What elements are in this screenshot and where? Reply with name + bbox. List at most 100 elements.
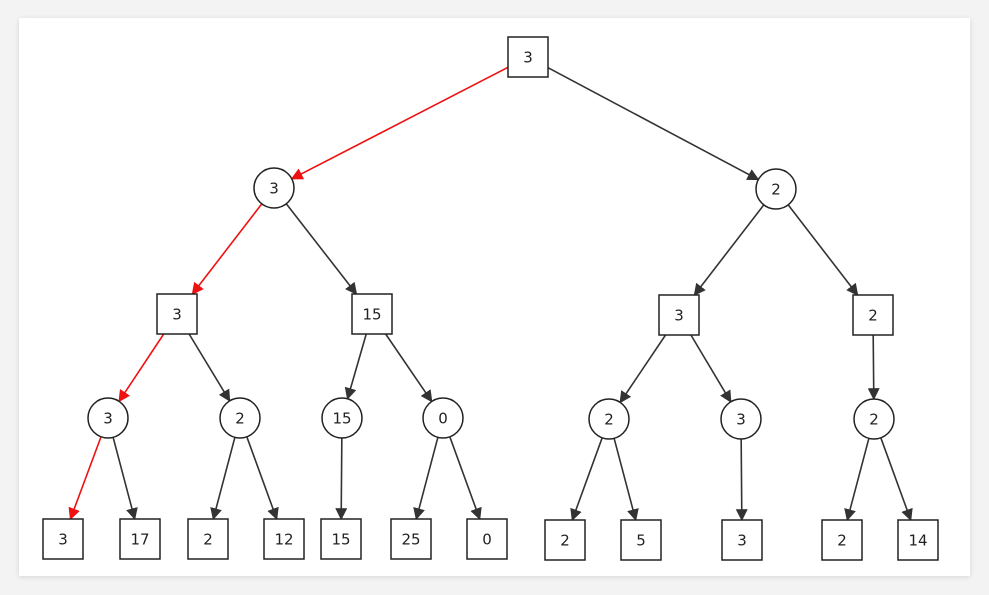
node-square bbox=[721, 519, 763, 561]
min-node: 0 bbox=[422, 397, 464, 439]
node-circle bbox=[219, 397, 261, 439]
node-value-label: 3 bbox=[269, 180, 279, 198]
node-value-label: 2 bbox=[604, 411, 614, 429]
edge-arrow bbox=[285, 203, 358, 295]
node-value-label: 2 bbox=[868, 307, 878, 325]
edge-arrow bbox=[787, 204, 859, 296]
edge-arrow bbox=[344, 333, 367, 400]
edge-arrow bbox=[880, 437, 913, 522]
node-square bbox=[320, 518, 362, 560]
max-node: 3 bbox=[721, 519, 763, 561]
node-value-label: 3 bbox=[674, 307, 684, 325]
node-square bbox=[42, 518, 84, 560]
node-circle bbox=[720, 398, 762, 440]
min-node: 3 bbox=[87, 397, 129, 439]
max-node: 2 bbox=[852, 294, 894, 336]
max-node: 2 bbox=[821, 519, 863, 561]
max-node: 12 bbox=[263, 518, 305, 560]
node-value-label: 3 bbox=[736, 411, 746, 429]
min-node: 2 bbox=[219, 397, 261, 439]
node-value-label: 2 bbox=[235, 410, 245, 428]
edge-arrow bbox=[210, 437, 236, 521]
edge-arrow bbox=[690, 334, 732, 403]
edge-arrow-highlighted bbox=[118, 333, 165, 403]
edge-arrow bbox=[384, 333, 433, 403]
node-square bbox=[187, 518, 229, 560]
min-node: 2 bbox=[755, 168, 797, 210]
max-node: 15 bbox=[320, 518, 362, 560]
node-value-label: 15 bbox=[332, 410, 351, 428]
node-circle bbox=[755, 168, 797, 210]
node-value-label: 0 bbox=[438, 410, 448, 428]
node-value-label: 3 bbox=[172, 306, 182, 324]
node-value-label: 15 bbox=[362, 306, 381, 324]
edge-arrow bbox=[867, 334, 880, 401]
node-circle bbox=[321, 397, 363, 439]
node-value-label: 25 bbox=[401, 531, 420, 549]
node-circle bbox=[853, 398, 895, 440]
node-square bbox=[507, 36, 549, 78]
node-square bbox=[658, 294, 700, 336]
edge-arrow bbox=[112, 437, 138, 521]
node-value-label: 2 bbox=[837, 532, 847, 550]
max-node: 3 bbox=[156, 293, 198, 335]
max-node: 3 bbox=[658, 294, 700, 336]
node-value-label: 3 bbox=[58, 531, 68, 549]
node-circle bbox=[422, 397, 464, 439]
edge-arrow-highlighted bbox=[68, 436, 102, 521]
edge-arrow bbox=[613, 438, 639, 522]
node-square bbox=[544, 519, 586, 561]
edge-arrow bbox=[449, 436, 482, 521]
node-square bbox=[620, 519, 662, 561]
edge-arrow bbox=[246, 436, 279, 521]
node-square bbox=[390, 518, 432, 560]
node-square bbox=[821, 519, 863, 561]
edge-arrow bbox=[570, 437, 603, 522]
max-node: 17 bbox=[119, 518, 161, 560]
node-circle bbox=[253, 167, 295, 209]
node-square bbox=[466, 518, 508, 560]
edge-arrow bbox=[547, 66, 760, 181]
node-value-label: 2 bbox=[771, 181, 781, 199]
edges bbox=[68, 66, 913, 522]
min-node: 2 bbox=[853, 398, 895, 440]
node-square bbox=[263, 518, 305, 560]
node-value-label: 2 bbox=[560, 532, 570, 550]
node-value-label: 0 bbox=[482, 531, 492, 549]
edge-arrow bbox=[735, 438, 748, 522]
edge-arrow bbox=[693, 204, 765, 296]
max-node: 2 bbox=[187, 518, 229, 560]
max-node: 0 bbox=[466, 518, 508, 560]
max-node: 3 bbox=[507, 36, 549, 78]
node-value-label: 12 bbox=[274, 531, 293, 549]
node-square bbox=[897, 519, 939, 561]
node-square bbox=[119, 518, 161, 560]
node-value-label: 17 bbox=[130, 531, 149, 549]
edge-arrow bbox=[844, 438, 870, 522]
edge-arrow bbox=[188, 333, 231, 402]
max-node: 25 bbox=[390, 518, 432, 560]
max-node: 14 bbox=[897, 519, 939, 561]
node-value-label: 3 bbox=[103, 410, 113, 428]
node-value-label: 14 bbox=[908, 532, 927, 550]
edge-arrow-highlighted bbox=[290, 66, 509, 180]
node-circle bbox=[588, 398, 630, 440]
min-node: 2 bbox=[588, 398, 630, 440]
edge-arrow bbox=[413, 437, 439, 521]
max-node: 2 bbox=[544, 519, 586, 561]
max-node: 5 bbox=[620, 519, 662, 561]
max-node: 15 bbox=[351, 293, 393, 335]
edge-arrow bbox=[335, 437, 348, 521]
node-value-label: 3 bbox=[737, 532, 747, 550]
node-value-label: 2 bbox=[869, 411, 879, 429]
node-value-label: 15 bbox=[331, 531, 350, 549]
node-square bbox=[852, 294, 894, 336]
min-node: 3 bbox=[253, 167, 295, 209]
node-square bbox=[156, 293, 198, 335]
min-node: 15 bbox=[321, 397, 363, 439]
max-node: 3 bbox=[42, 518, 84, 560]
node-value-label: 3 bbox=[523, 49, 533, 67]
edge-arrow bbox=[619, 334, 667, 404]
